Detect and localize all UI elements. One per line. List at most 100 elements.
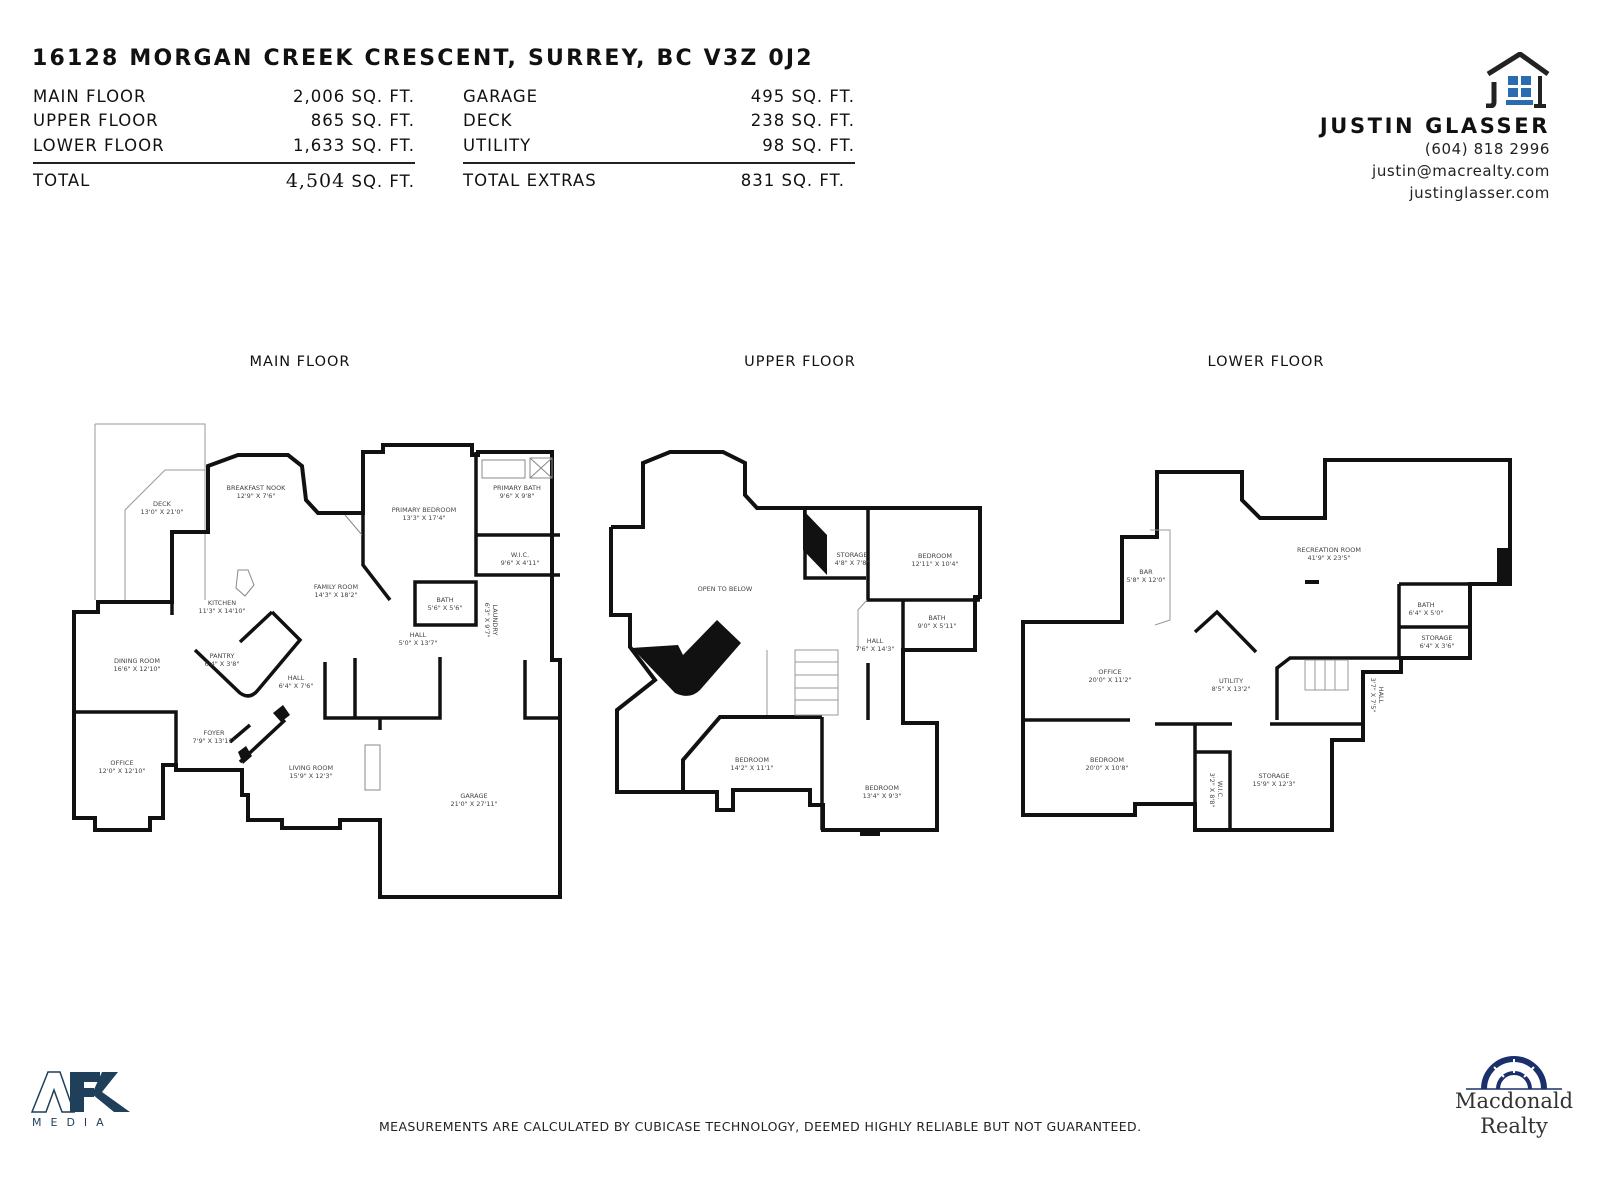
room-name: UTILITY: [1219, 677, 1243, 685]
room-dimensions: 20'0" X 10'8": [1086, 764, 1129, 772]
afk-media-logo: MEDIA: [30, 1068, 140, 1132]
room-dimensions: 6'4" X 5'0": [1409, 609, 1444, 617]
room-dimensions: 13'3" X 17'4": [403, 514, 446, 522]
area-value: 4,504 SQ. FT.: [285, 169, 415, 192]
storage-slope: [803, 510, 827, 575]
room-dimensions: 4'8" X 7'8": [835, 559, 870, 567]
room-name: BEDROOM: [918, 552, 952, 560]
room-name: BATH: [436, 596, 453, 604]
room-dimensions: 15'9" X 12'3": [1253, 780, 1296, 788]
agent-website: justinglasser.com: [1409, 184, 1550, 202]
room-name: PANTRY: [210, 652, 235, 660]
brokerage-name-line1: Macdonald: [1455, 1089, 1574, 1113]
column-block: [1305, 580, 1319, 584]
room-name: LIVING ROOM: [289, 764, 333, 772]
room-dimensions: 41'9" X 23'5": [1308, 554, 1351, 562]
room-name: RECREATION ROOM: [1297, 546, 1361, 554]
room-name: GARAGE: [460, 792, 487, 800]
agent-email: justin@macrealty.com: [1372, 162, 1550, 180]
area-label: UPPER FLOOR: [33, 111, 159, 131]
brokerage-name-line2: Realty: [1480, 1114, 1548, 1138]
area-value: 98 SQ. FT.: [762, 135, 855, 155]
room-name: BEDROOM: [735, 756, 769, 764]
room-name: LAUNDRY: [491, 605, 499, 636]
main-floor-plan: [72, 423, 562, 899]
room-dimensions: 21'0" X 27'11": [450, 800, 497, 808]
room-name: STORAGE: [1422, 634, 1453, 642]
open-to-below-void: [632, 620, 741, 696]
room-dimensions: 9'6" X 4'11": [501, 559, 540, 567]
lower-floor-interior: [1023, 582, 1470, 830]
room-dimensions: 20'0" X 11'2": [1089, 676, 1132, 684]
agent-name: JUSTIN GLASSER: [1319, 114, 1550, 138]
area-label: DECK: [463, 111, 513, 131]
area-row-upper: UPPER FLOOR 865 SQ. FT.: [33, 109, 415, 134]
lower-floor-title: LOWER FLOOR: [1207, 354, 1325, 370]
room-name: FAMILY ROOM: [314, 583, 358, 591]
room-name: W.I.C.: [511, 551, 529, 559]
room-name: HALL: [867, 637, 884, 645]
room-dimensions: 13'4" X 9'3": [863, 792, 902, 800]
room-dimensions: 3'7" X 7'5": [1369, 678, 1377, 713]
room-name: STORAGE: [1259, 772, 1290, 780]
room-dimensions: 9'6" X 9'8": [500, 492, 535, 500]
room-dimensions: 16'6" X 12'10": [113, 665, 160, 673]
room-name: OFFICE: [110, 759, 133, 767]
room-dimensions: 7'9" X 13'11": [193, 737, 236, 745]
area-label: MAIN FLOOR: [33, 86, 147, 106]
room-name: PRIMARY BATH: [493, 484, 541, 492]
main-floor-title: MAIN FLOOR: [249, 354, 351, 370]
upper-floor-plan: [609, 450, 982, 836]
room-name: DINING ROOM: [114, 657, 160, 665]
room-name: BATH: [1417, 601, 1434, 609]
room-name: PRIMARY BEDROOM: [392, 506, 456, 514]
room-name: W.I.C.: [1216, 781, 1224, 799]
area-value: 865 SQ. FT.: [310, 111, 415, 131]
room-dimensions: 6'4" X 7'6": [279, 682, 314, 690]
room-dimensions: 6'4" X 3'6": [1420, 642, 1455, 650]
room-name: STORAGE: [837, 551, 868, 559]
room-name: BAR: [1139, 568, 1153, 576]
room-name: BATH: [928, 614, 945, 622]
room-dimensions: 14'3" X 18'2": [315, 591, 358, 599]
disclaimer: MEASUREMENTS ARE CALCULATED BY CUBICASE …: [379, 1119, 1142, 1134]
room-name: DECK: [153, 500, 172, 508]
room-dimensions: 5'0" X 13'7": [399, 639, 438, 647]
upper-floor-title: UPPER FLOOR: [744, 354, 856, 370]
lower-stairs: [1150, 529, 1349, 691]
column-icon: [273, 705, 290, 722]
room-dimensions: 5'8" X 12'0": [1127, 576, 1166, 584]
main-floor-interior: [74, 452, 560, 770]
room-name: BEDROOM: [865, 784, 899, 792]
room-name: OPEN TO BELOW: [698, 585, 753, 593]
upper-floor-interior: [803, 508, 980, 830]
property-address: 16128 MORGAN CREEK CRESCENT, SURREY, BC …: [32, 46, 814, 71]
area-value: 831 SQ. FT.: [740, 171, 845, 190]
room-label: HALL3'7" X 7'5": [1369, 678, 1385, 713]
agent-card: JUSTIN GLASSER (604) 818 2996 justin@mac…: [1320, 52, 1550, 204]
